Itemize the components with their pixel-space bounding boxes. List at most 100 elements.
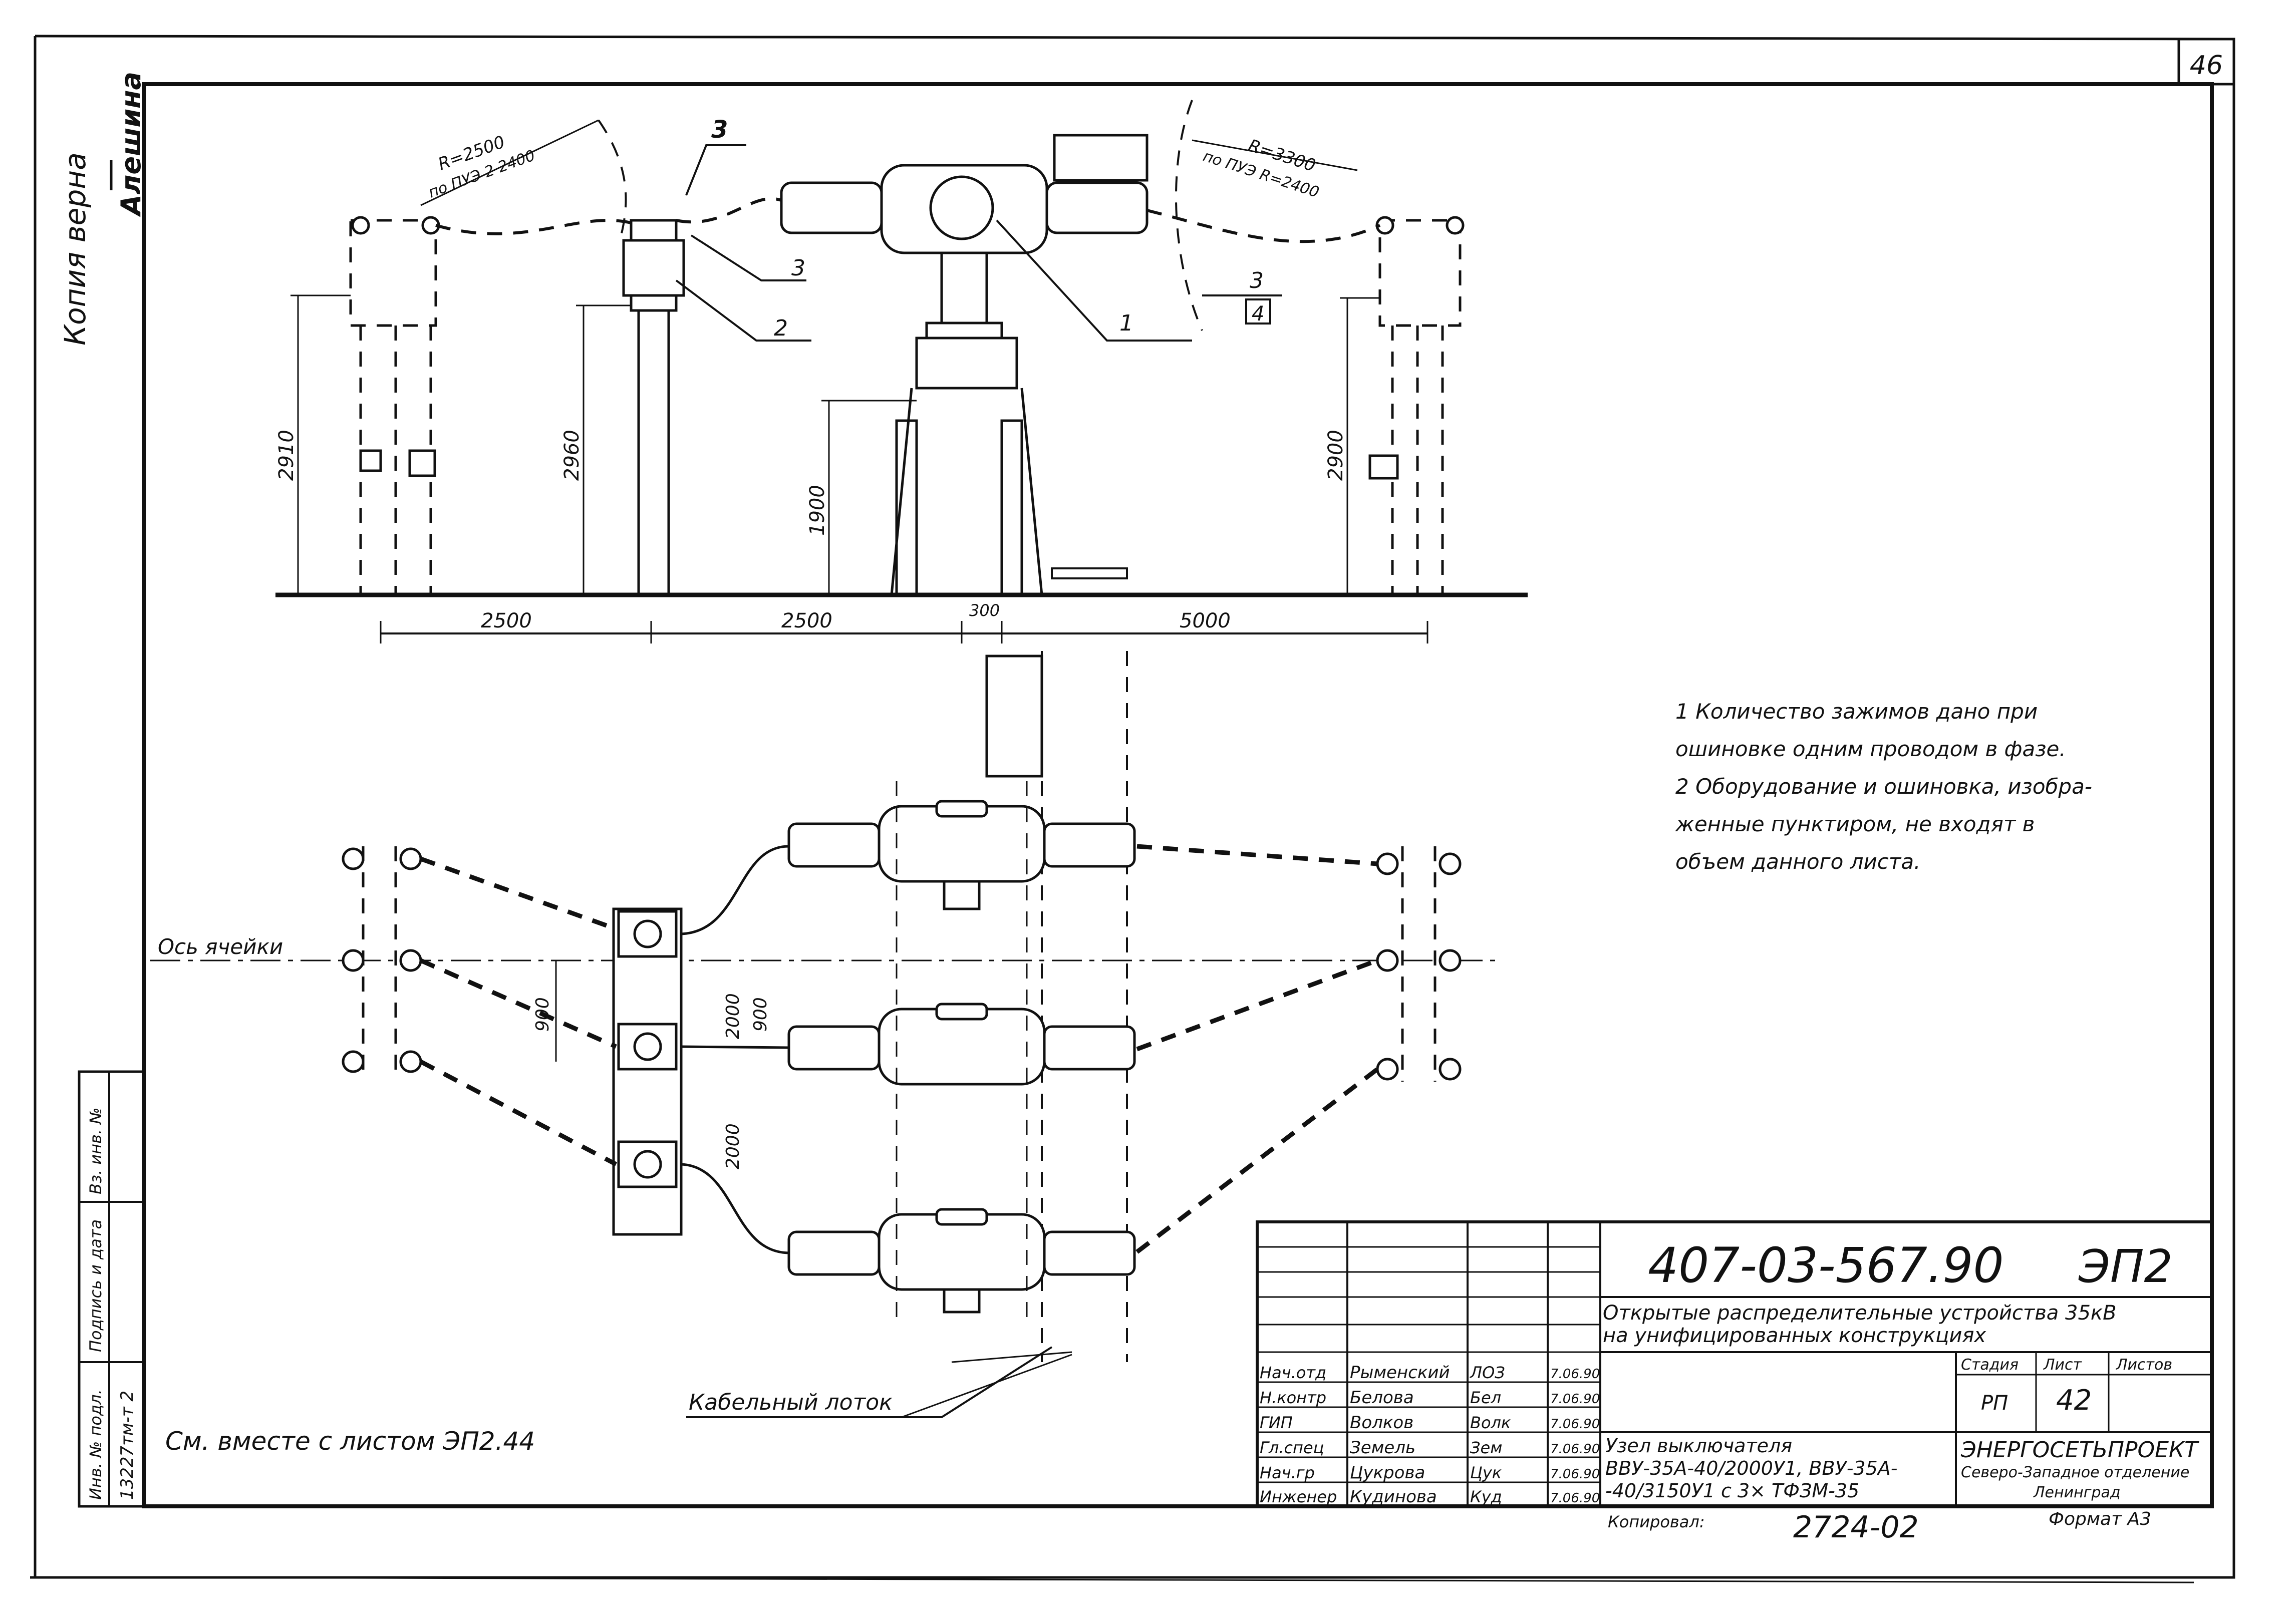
- bus-left-c: [419, 1060, 618, 1166]
- breaker-phase-a: [787, 800, 1136, 910]
- svg-text:Инженер: Инженер: [1260, 1487, 1337, 1506]
- svg-text:7.06.90: 7.06.90: [1550, 1491, 1600, 1506]
- callout-4: 4: [1252, 302, 1264, 326]
- plan-dim-900-breaker: 900: [750, 997, 771, 1032]
- right-disconnector-plan: [1376, 846, 1462, 1082]
- span-2: 2500: [781, 609, 832, 632]
- breaker-phase-b: [787, 1003, 1136, 1086]
- sheet-header: Лист: [2043, 1356, 2083, 1374]
- copy-number: 2724-02: [1793, 1510, 1919, 1545]
- plan-dim-2000-lower: 2000: [723, 1123, 743, 1169]
- signature-row: Н.контр Белова Бел 7.06.90: [1260, 1388, 1600, 1408]
- see-also-note: См. вместе с листом ЭП2.44: [165, 1427, 535, 1456]
- svg-text:Земель: Земель: [1350, 1438, 1415, 1458]
- breaker-phase-c: [787, 1208, 1136, 1314]
- strip-label-replacement: Вз. инв. №: [86, 1107, 105, 1194]
- plan-dim-phase-left: 900: [532, 997, 553, 1032]
- cell-axis-label: Ось ячейки: [158, 934, 283, 959]
- callout-3-mid: 3: [791, 255, 805, 281]
- copy-certified-stamp: Копия верна: [58, 152, 92, 346]
- svg-text:Бел: Бел: [1470, 1388, 1501, 1407]
- busbar-right: [1146, 209, 1381, 243]
- flex-a: [681, 845, 789, 935]
- bus-left-b: [420, 958, 617, 1049]
- org-city: Ленинград: [2033, 1484, 2121, 1501]
- radius-arc-left: [598, 119, 627, 236]
- project-title-line-2: на унифицированных конструкциях: [1603, 1324, 1986, 1347]
- span-4: 5000: [1180, 609, 1231, 632]
- bus-right-b: [1136, 958, 1378, 1052]
- signature-row: Гл.спец Земель Зем 7.06.90: [1260, 1438, 1600, 1458]
- svg-text:Куд: Куд: [1470, 1487, 1502, 1506]
- span-3: 300: [969, 601, 1000, 620]
- svg-text:Цук: Цук: [1470, 1463, 1502, 1482]
- height-ct: 2960: [560, 430, 584, 481]
- drawing-title-line-3: -40/3150У1 с 3× ТФЗМ-35: [1605, 1480, 1859, 1502]
- svg-text:7.06.90: 7.06.90: [1550, 1367, 1600, 1382]
- signature-row: ГИП Волков Волк 7.06.90: [1260, 1413, 1600, 1433]
- right-disconnector-elevation: [1368, 216, 1465, 595]
- elevation-view: R=2500 по ПУЭ 2 2400 R=3300 по ПУЭ R=240…: [275, 100, 1528, 643]
- format-label: Формат А3: [2049, 1509, 2151, 1529]
- strip-value-inventory: 13227тм-т 2: [117, 1391, 137, 1500]
- svg-text:Нач.гр: Нач.гр: [1260, 1463, 1315, 1482]
- svg-text:Белова: Белова: [1350, 1388, 1414, 1408]
- busbar-ct-breaker: [676, 197, 782, 224]
- callout-2: 2: [774, 315, 788, 341]
- callout-3-top: 3: [711, 116, 728, 144]
- stage-header: Стадия: [1961, 1356, 2019, 1374]
- svg-text:Нач.отд: Нач.отд: [1260, 1363, 1326, 1382]
- signature-row: Инженер Кудинова Куд 7.06.90: [1260, 1487, 1600, 1507]
- svg-text:ГИП: ГИП: [1260, 1413, 1293, 1432]
- svg-text:Гл.спец: Гл.спец: [1260, 1438, 1324, 1457]
- strip-label-inventory: Инв. № подл.: [86, 1389, 105, 1500]
- current-transformer-elevation: [622, 219, 685, 595]
- note-line-1: 1 Количество зажимов дано при: [1675, 699, 2038, 724]
- note-line-5: объем данного листа.: [1675, 849, 1920, 874]
- svg-text:Рыменский: Рыменский: [1350, 1363, 1450, 1383]
- plan-dim-2000-upper: 2000: [723, 993, 743, 1039]
- title-block: 407-03-567.90 ЭП2 Открытые распределител…: [1256, 1220, 2213, 1545]
- org-branch: Северо-Западное отделение: [1961, 1464, 2189, 1481]
- breaker-elevation: [780, 134, 1149, 596]
- current-transformer-plan: [612, 907, 683, 1236]
- doc-code: 407-03-567.90: [1648, 1237, 2004, 1294]
- sheet-frame: 46: [30, 35, 2235, 1583]
- callout-3-right: 3: [1250, 268, 1264, 293]
- svg-text:7.06.90: 7.06.90: [1550, 1392, 1600, 1407]
- org-name: ЭНЕРГОСЕТЬПРОЕКТ: [1960, 1437, 2199, 1463]
- drawing-title-line-2: ВВУ-35А-40/2000У1, ВВУ-35А-: [1605, 1457, 1898, 1479]
- svg-text:7.06.90: 7.06.90: [1550, 1467, 1600, 1482]
- stage-value: РП: [1981, 1392, 2008, 1415]
- flex-b: [681, 1045, 789, 1049]
- busbar-left: [435, 219, 632, 235]
- svg-text:7.06.90: 7.06.90: [1550, 1417, 1600, 1432]
- callout-1: 1: [1119, 310, 1133, 336]
- note-line-3: 2 Оборудование и ошиновка, изобра-: [1675, 774, 2092, 799]
- bus-left-a: [420, 856, 617, 931]
- svg-text:Зем: Зем: [1470, 1438, 1502, 1457]
- bus-right-a: [1136, 844, 1378, 866]
- sheet-number: 46: [2190, 51, 2223, 81]
- svg-text:Цукрова: Цукрова: [1350, 1463, 1425, 1483]
- span-1: 2500: [481, 609, 532, 632]
- sheet-value: 42: [2056, 1384, 2092, 1417]
- certified-signature: Алешина: [115, 72, 147, 217]
- svg-text:Н.контр: Н.контр: [1260, 1388, 1326, 1407]
- signature-row: Нач.отд Рыменский ЛОЗ 7.06.90: [1260, 1363, 1600, 1383]
- svg-text:Волк: Волк: [1470, 1413, 1511, 1432]
- signature-row: Нач.гр Цукрова Цук 7.06.90: [1260, 1463, 1600, 1483]
- flex-c: [681, 1163, 789, 1254]
- note-line-4: женные пунктиром, не входят в: [1675, 812, 2035, 836]
- notes-block: 1 Количество зажимов дано при ошиновке о…: [1675, 699, 2092, 874]
- sheet-code: ЭП2: [2078, 1240, 2173, 1293]
- left-disconnector-elevation: [349, 216, 440, 595]
- drawing-title-line-1: Узел выключателя: [1605, 1435, 1792, 1457]
- svg-text:Волков: Волков: [1350, 1413, 1413, 1433]
- project-title-line-1: Открытые распределительные устройства 35…: [1603, 1302, 2117, 1325]
- inventory-strip: Инв. № подл. Подпись и дата Вз. инв. № 1…: [78, 1070, 146, 1508]
- plan-view: Ось ячейки: [150, 651, 1503, 1456]
- sheets-header: Листов: [2116, 1356, 2172, 1374]
- note-line-2: ошиновке одним проводом в фазе.: [1675, 737, 2066, 761]
